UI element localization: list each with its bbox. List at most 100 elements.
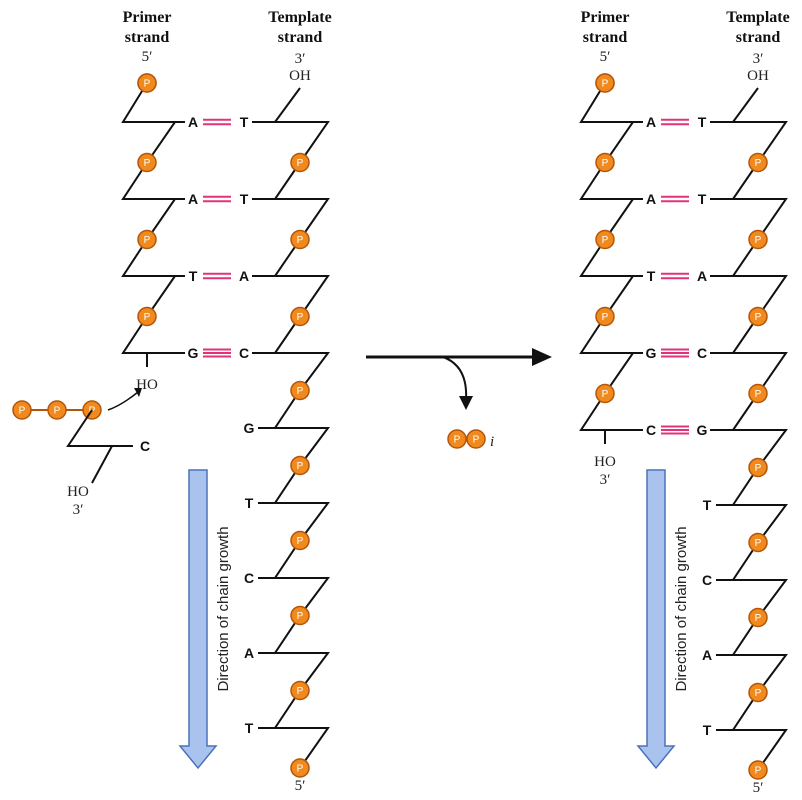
template-base-label: G [697, 422, 708, 438]
primer-backbone [579, 82, 634, 431]
template-base-label: T [240, 191, 249, 207]
phosphate-label: P [473, 435, 480, 446]
template-backbone-path [273, 87, 330, 769]
phosphate-circle [748, 229, 768, 250]
hydrogen-bonds [661, 348, 689, 358]
phosphate-icon: P [748, 229, 768, 250]
phosphate-circle [447, 429, 467, 449]
phosphate-label: P [144, 235, 151, 246]
phosphate-circle [137, 73, 157, 93]
hydrogen-bonds [203, 348, 231, 358]
growth-arrow-before: Direction of chain growth [178, 469, 232, 770]
template-oh-label: OH [289, 68, 311, 84]
phosphate-icon: P [595, 306, 615, 327]
primer-strand-title: Primer [581, 9, 630, 26]
phosphate-label: P [755, 613, 762, 624]
hydrogen-bonds [203, 195, 231, 203]
phosphate-icon: P [447, 429, 467, 449]
template-unpaired-base: T [703, 497, 712, 513]
phosphate-icon: P [137, 306, 157, 327]
hydrogen-bonds [661, 118, 689, 126]
phosphate-icon: P [137, 229, 157, 250]
hydrogen-bonds [661, 425, 689, 435]
phosphate-icon: P [290, 455, 310, 476]
primer-strand-title-2: strand [125, 29, 170, 46]
phosphate-circle [595, 306, 615, 327]
panel-after: PrimerstrandTemplatestrand5′3′OHPPPPPPPP… [579, 9, 790, 796]
template-3prime-label: 3′ [295, 51, 306, 67]
phosphate-circle [748, 760, 768, 780]
primer-base-label: T [189, 268, 198, 284]
primer-5prime-label: 5′ [142, 49, 153, 65]
template-base-label: T [698, 114, 707, 130]
primer-backbone [121, 82, 176, 354]
template-unpaired-base: C [244, 570, 254, 586]
phosphate-icon: P [748, 760, 768, 780]
phosphate-circle [748, 532, 768, 553]
template-strand-title: Template [726, 9, 789, 26]
phosphate-icon: P [595, 383, 615, 404]
nucleophilic-attack-arrow [107, 391, 139, 411]
primer-backbone-path [579, 82, 634, 431]
phosphate-label: P [297, 536, 304, 547]
phosphate-icon: P [748, 457, 768, 478]
template-unpaired-base: A [702, 647, 712, 663]
incoming-3prime-label: 3′ [73, 502, 84, 518]
primer-base-label: A [646, 114, 656, 130]
phosphate-circle [748, 607, 768, 628]
template-base-label: C [239, 345, 249, 361]
phosphate-icon: P [290, 530, 310, 551]
primer-base-label: T [647, 268, 656, 284]
phosphate-icon: P [595, 73, 615, 93]
phosphate-icon: P [290, 680, 310, 701]
direction-label: Direction of chain growth [673, 526, 690, 691]
phosphate-circle [595, 383, 615, 404]
phosphate-label: P [755, 766, 762, 777]
primer-3prime-label: 3′ [600, 472, 611, 488]
phosphate-label: P [602, 158, 609, 169]
incoming-base-label: C [140, 438, 150, 454]
attack-arrowhead [134, 388, 142, 397]
phosphate-label: P [297, 764, 304, 775]
phosphate-icon: P [12, 400, 32, 420]
template-unpaired-base: G [244, 420, 255, 436]
release-arrowhead [459, 396, 473, 410]
phosphate-label: P [602, 312, 609, 323]
phosphate-circle [290, 530, 310, 551]
phosphate-icon: P [290, 229, 310, 250]
incoming-sugar-backbone [66, 409, 114, 484]
phosphate-label: P [297, 158, 304, 169]
phosphate-label: P [297, 686, 304, 697]
phosphate-circle [595, 152, 615, 173]
phosphate-label: P [144, 312, 151, 323]
phosphate-circle [748, 306, 768, 327]
phosphate-circle [290, 758, 310, 778]
phosphate-label: P [454, 435, 461, 446]
primer-backbone-path [121, 82, 176, 354]
phosphate-label: P [602, 389, 609, 400]
phosphate-icon: P [748, 383, 768, 404]
hydrogen-bonds [661, 195, 689, 203]
phosphate-circle [137, 152, 157, 173]
growth-arrow-shape [178, 469, 218, 770]
phosphate-circle [748, 383, 768, 404]
primer-strand-title: Primer [123, 9, 172, 26]
primer-base-label: A [188, 114, 198, 130]
incoming-ho-label: HO [67, 484, 89, 500]
pyrophosphate-subscript: i [490, 434, 494, 450]
template-strand-title-2: strand [278, 29, 323, 46]
growth-arrow-after: Direction of chain growth [636, 469, 690, 770]
phosphate-circle [748, 152, 768, 173]
primer-ho-label: HO [594, 454, 616, 470]
phosphate-circle [290, 152, 310, 173]
template-base-label: A [239, 268, 249, 284]
phosphate-circle [290, 605, 310, 626]
template-base-label: A [697, 268, 707, 284]
primer-base-label: G [646, 345, 657, 361]
